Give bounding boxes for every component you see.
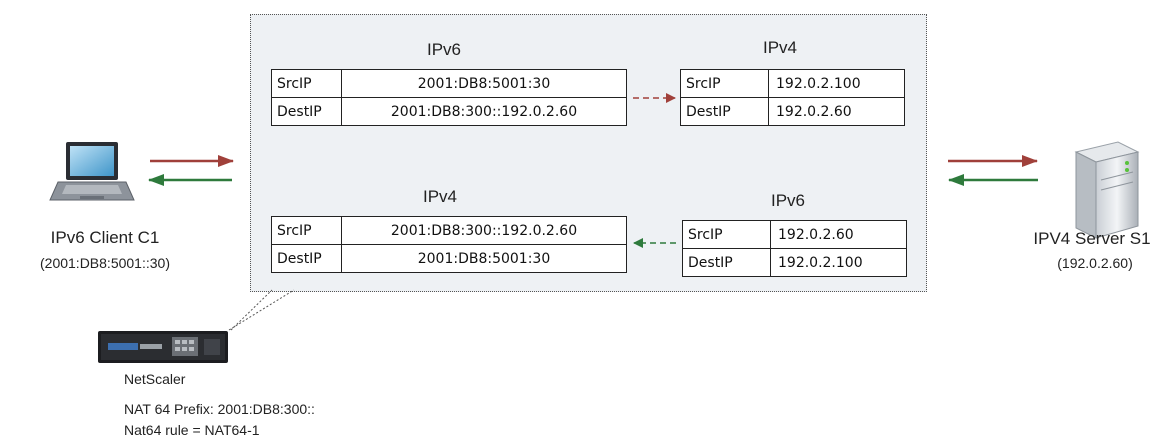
field-srcip: SrcIP — [271, 216, 342, 245]
field-destip: DestIP — [680, 97, 769, 126]
value-srcip: 2001:DB8:5001:30 — [341, 69, 627, 98]
value-srcip: 192.0.2.100 — [768, 69, 905, 98]
packet-table-bottom-left: SrcIP 2001:DB8:300::192.0.2.60 DestIP 20… — [271, 216, 627, 273]
table-row: DestIP 2001:DB8:300::192.0.2.60 — [271, 97, 627, 126]
value-destip: 2001:DB8:5001:30 — [341, 244, 627, 273]
table-row: DestIP 192.0.2.100 — [682, 248, 907, 277]
value-srcip: 2001:DB8:300::192.0.2.60 — [341, 216, 627, 245]
table-title-top-right: IPv4 — [762, 38, 798, 57]
client-address: (2001:DB8:5001::30) — [40, 255, 170, 271]
table-row: DestIP 2001:DB8:5001:30 — [271, 244, 627, 273]
nat64-rule: Nat64 rule = NAT64-1 — [124, 422, 260, 438]
field-destip: DestIP — [682, 248, 771, 277]
table-row: SrcIP 2001:DB8:5001:30 — [271, 69, 627, 98]
netscaler-title: NetScaler — [124, 371, 186, 387]
value-destip: 192.0.2.60 — [768, 97, 905, 126]
table-row: DestIP 192.0.2.60 — [680, 97, 905, 126]
field-srcip: SrcIP — [682, 220, 771, 249]
table-title-top-left: IPv6 — [426, 40, 462, 59]
table-title-bottom-left: IPv4 — [422, 187, 458, 206]
field-destip: DestIP — [271, 244, 342, 273]
nat64-prefix: NAT 64 Prefix: 2001:DB8:300:: — [124, 401, 315, 417]
table-row: SrcIP 2001:DB8:300::192.0.2.60 — [271, 216, 627, 245]
table-row: SrcIP 192.0.2.60 — [682, 220, 907, 249]
field-srcip: SrcIP — [680, 69, 769, 98]
value-destip: 192.0.2.100 — [770, 248, 907, 277]
callout-pointer-line — [228, 289, 295, 331]
laptop-icon — [49, 142, 135, 201]
server-icon — [1074, 141, 1140, 239]
client-title: IPv6 Client C1 — [50, 228, 160, 247]
callout-pointer-line — [230, 289, 273, 331]
server-title: IPV4 Server S1 — [1033, 229, 1151, 248]
server-address: (192.0.2.60) — [1057, 255, 1133, 271]
netscaler-appliance-icon — [98, 331, 228, 363]
packet-table-top-left: SrcIP 2001:DB8:5001:30 DestIP 2001:DB8:3… — [271, 69, 627, 126]
table-row: SrcIP 192.0.2.100 — [680, 69, 905, 98]
field-srcip: SrcIP — [271, 69, 342, 98]
value-srcip: 192.0.2.60 — [770, 220, 907, 249]
value-destip: 2001:DB8:300::192.0.2.60 — [341, 97, 627, 126]
packet-table-top-right: SrcIP 192.0.2.100 DestIP 192.0.2.60 — [680, 69, 905, 126]
table-title-bottom-right: IPv6 — [770, 191, 806, 210]
field-destip: DestIP — [271, 97, 342, 126]
packet-table-bottom-right: SrcIP 192.0.2.60 DestIP 192.0.2.100 — [682, 220, 907, 277]
